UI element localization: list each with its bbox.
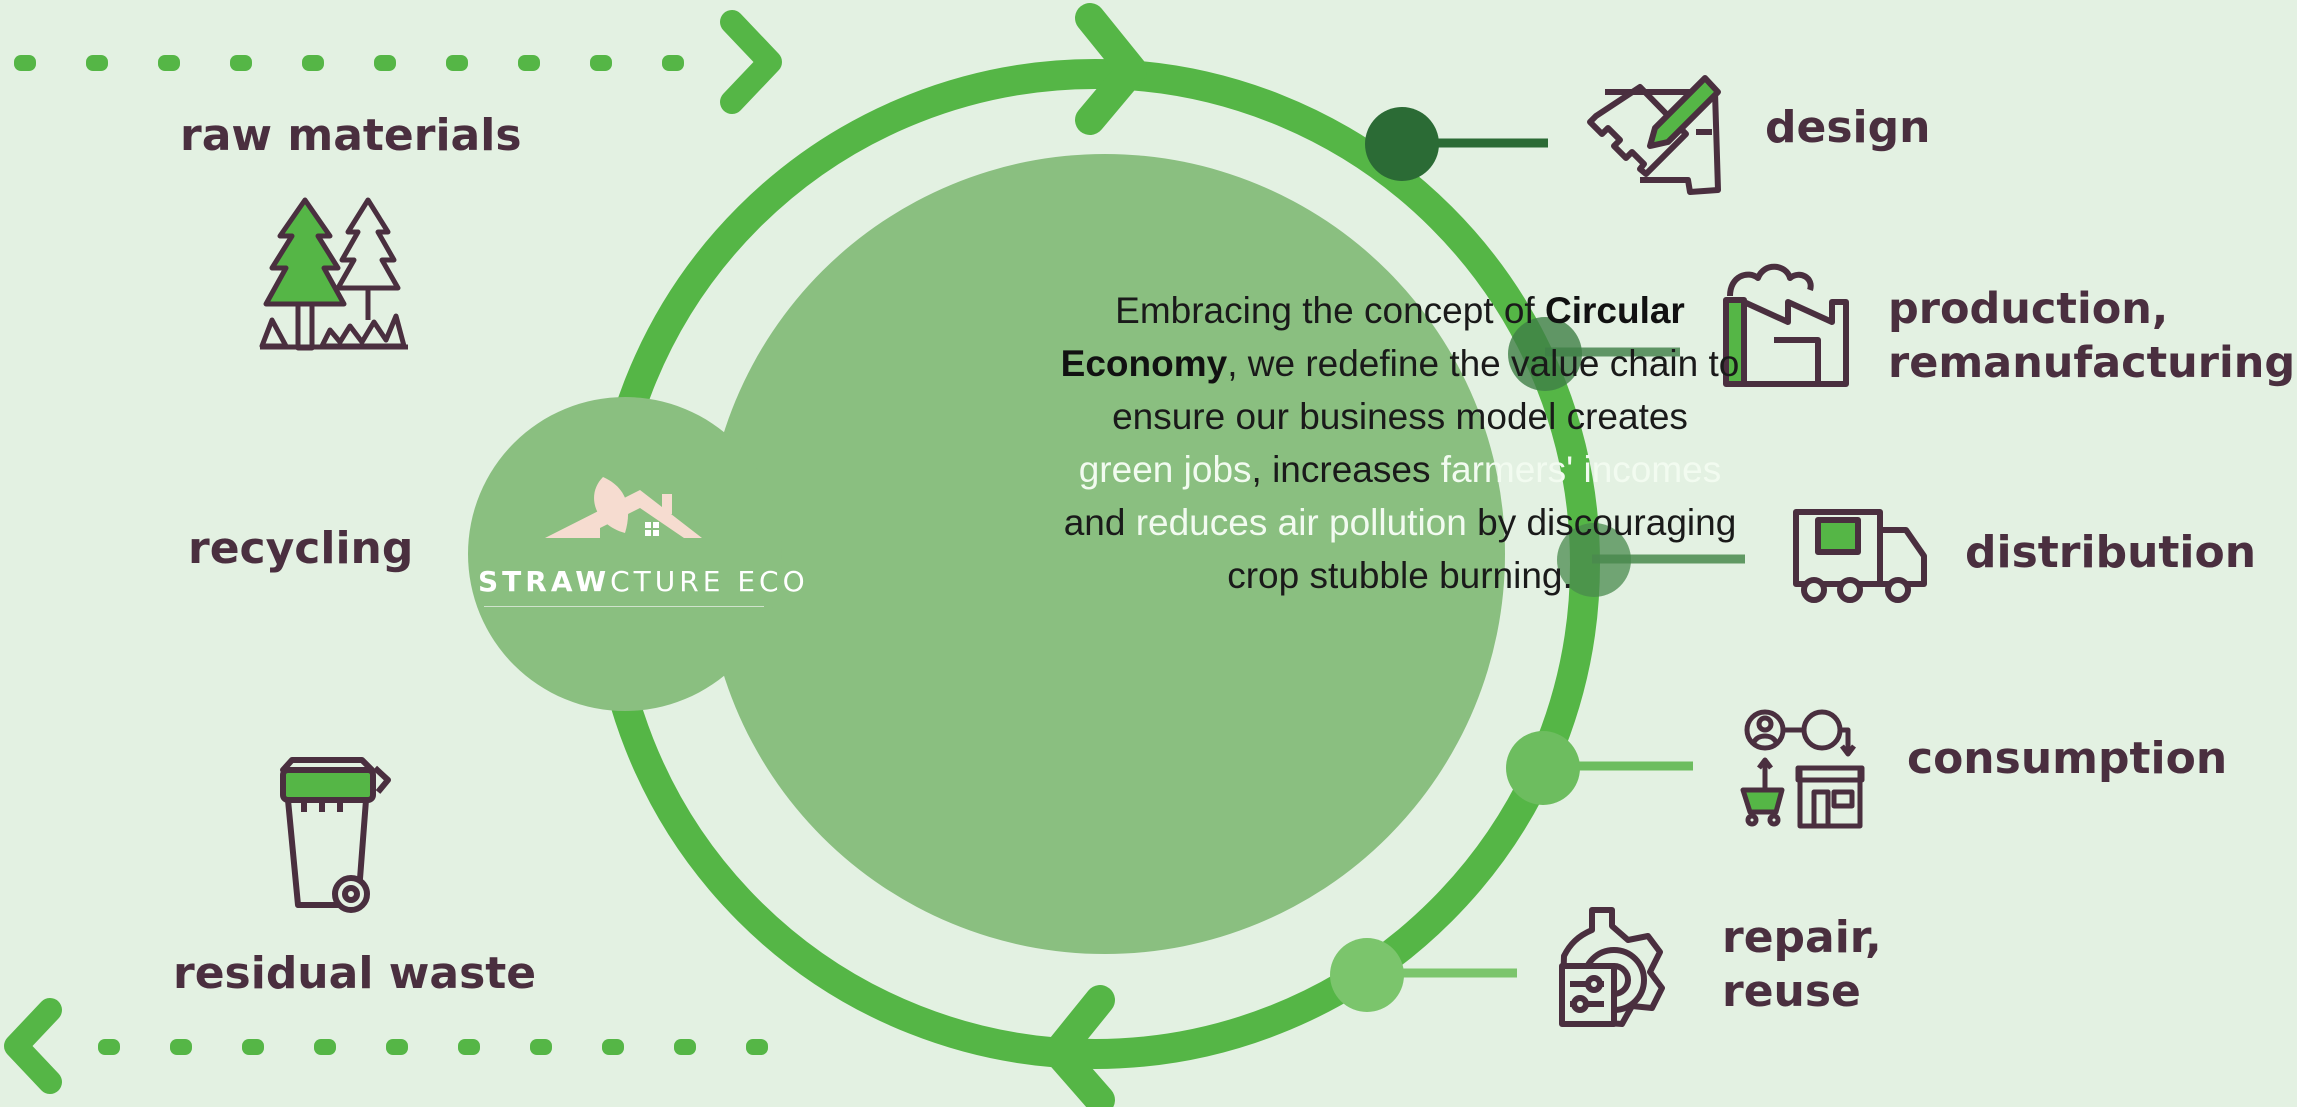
node-design [1365,107,1548,181]
node-repair [1330,938,1517,1012]
statement-highlight-green-jobs: green jobs [1078,449,1252,490]
delivery-truck-icon [1793,509,1927,603]
statement-highlight-circular-economy: Circular Economy [1060,290,1685,384]
statement-text-1: Embracing the concept of [1115,290,1545,331]
stage-label-design: design [1765,102,1931,153]
stage-label-production: production, remanufacturing [1888,282,2295,390]
gear-repair-icon [1559,907,1665,1027]
statement-highlight-air-pollution: reduces air pollution [1135,502,1467,543]
brand-divider [484,606,764,607]
center-circle [705,154,1505,954]
stage-label-consumption: consumption [1907,733,2228,784]
statement-text-3: , increases [1251,449,1441,490]
ring-arrow-bottom [1043,985,1115,1107]
ring-arrow-top [1075,3,1147,135]
statement-text-2: , we redefine the value chain to ensure … [1112,343,1740,437]
top-dotted-arrow [14,10,782,114]
bottom-dotted-arrow [4,998,768,1094]
node-distribution [1557,523,1745,597]
stage-label-residual-waste: residual waste [173,948,537,999]
node-consumption [1506,731,1693,805]
brand-circle [468,397,782,711]
stage-label-distribution: distribution [1965,527,2257,578]
stage-label-recycling: recycling [188,523,414,574]
stage-label-production-line-2: remanufacturing [1888,338,2296,388]
stage-label-repair: repair, reuse [1722,911,1882,1019]
circular-economy-statement: Embracing the concept of Circular Econom… [1060,284,1740,602]
node-production [1508,317,1680,391]
stage-label-production-line-1: production, [1888,284,2169,334]
shop-cart-exchange-icon [1740,709,1865,829]
stage-label-repair-line-2: reuse [1722,966,1861,1017]
brand-name-bold: STRAW [478,565,611,598]
trees-icon [259,197,408,351]
stage-label-repair-line-1: repair, [1722,912,1882,963]
brand-name-rest: CTURE ECO [610,565,809,598]
house-leaf-logo [545,477,702,538]
stage-label-raw-materials: raw materials [180,110,522,161]
factory-icon [1723,263,1849,387]
pencil-ruler-icon [1587,75,1721,195]
trash-bin-icon [280,757,391,913]
statement-highlight-farmers-incomes: farmers' incomes [1440,449,1722,490]
statement-text-4: and [1063,502,1136,543]
statement-text-5: by discouraging crop stubble burning. [1227,502,1737,596]
brand-name: STRAWCTURE ECO [478,565,805,598]
